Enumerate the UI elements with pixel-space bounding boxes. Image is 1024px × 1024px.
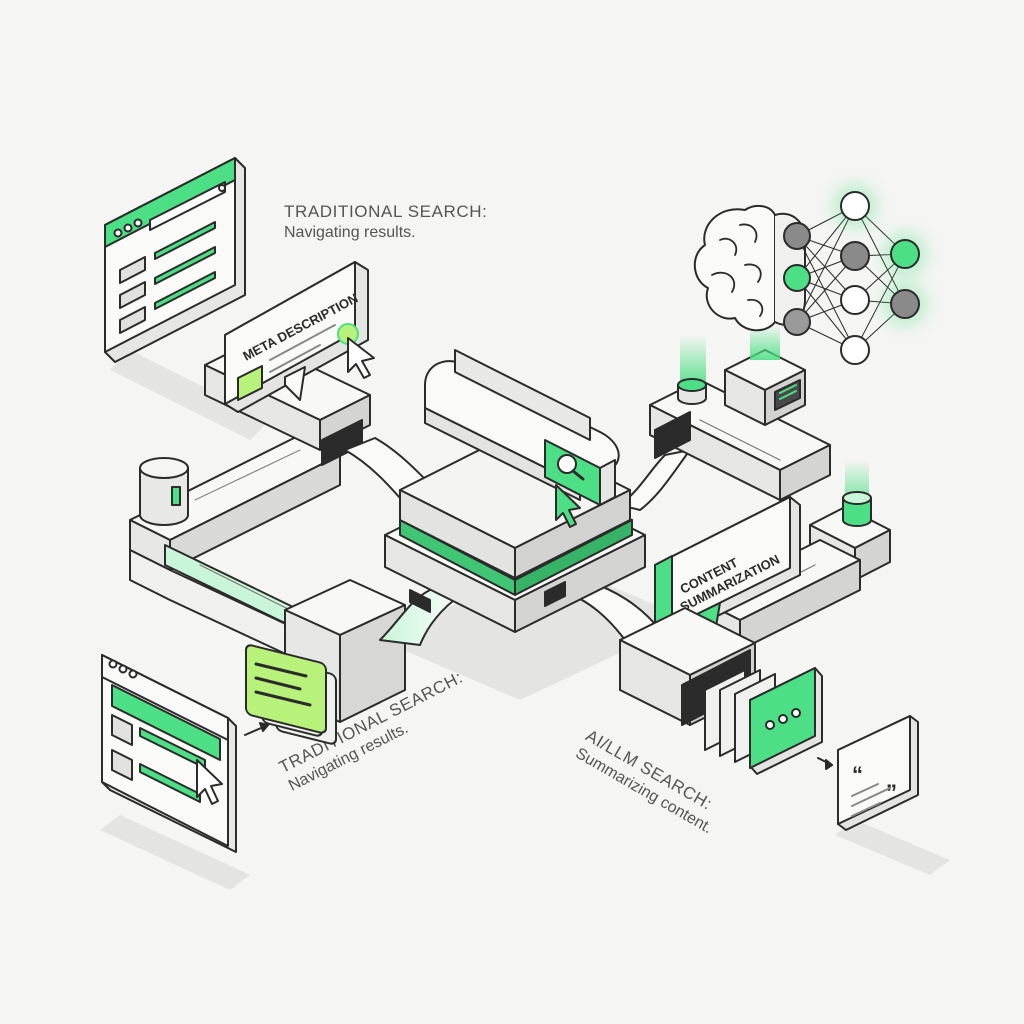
lens-projector (724, 325, 806, 426)
central-search-engine (384, 349, 646, 633)
cursor-arrow-icon (347, 337, 375, 379)
chat-card-stack (704, 667, 823, 775)
search-icon (218, 184, 226, 192)
top-traditional-title: TRADITIONAL SEARCH: (284, 202, 488, 221)
top-traditional-search-label: TRADITIONAL SEARCH: Navigating results. (284, 202, 487, 242)
svg-text:”: ” (886, 780, 897, 805)
search-icon (557, 454, 577, 474)
green-cylinder-top (677, 335, 707, 405)
cursor-arrow-icon (196, 759, 223, 805)
left-track-rail (129, 434, 341, 671)
browser-window-results-icon (101, 654, 237, 853)
top-traditional-subtitle: Navigating results. (284, 224, 416, 241)
quote-card-icon: “ ” (837, 715, 919, 831)
neural-network-icon (783, 184, 927, 365)
database-cylinder-icon (139, 457, 189, 526)
browser-window-icon (104, 157, 246, 363)
meta-description-callout (224, 261, 375, 413)
lime-card-stack (245, 644, 337, 745)
cursor-arrow-icon (555, 484, 581, 528)
svg-text:“: “ (852, 762, 863, 787)
